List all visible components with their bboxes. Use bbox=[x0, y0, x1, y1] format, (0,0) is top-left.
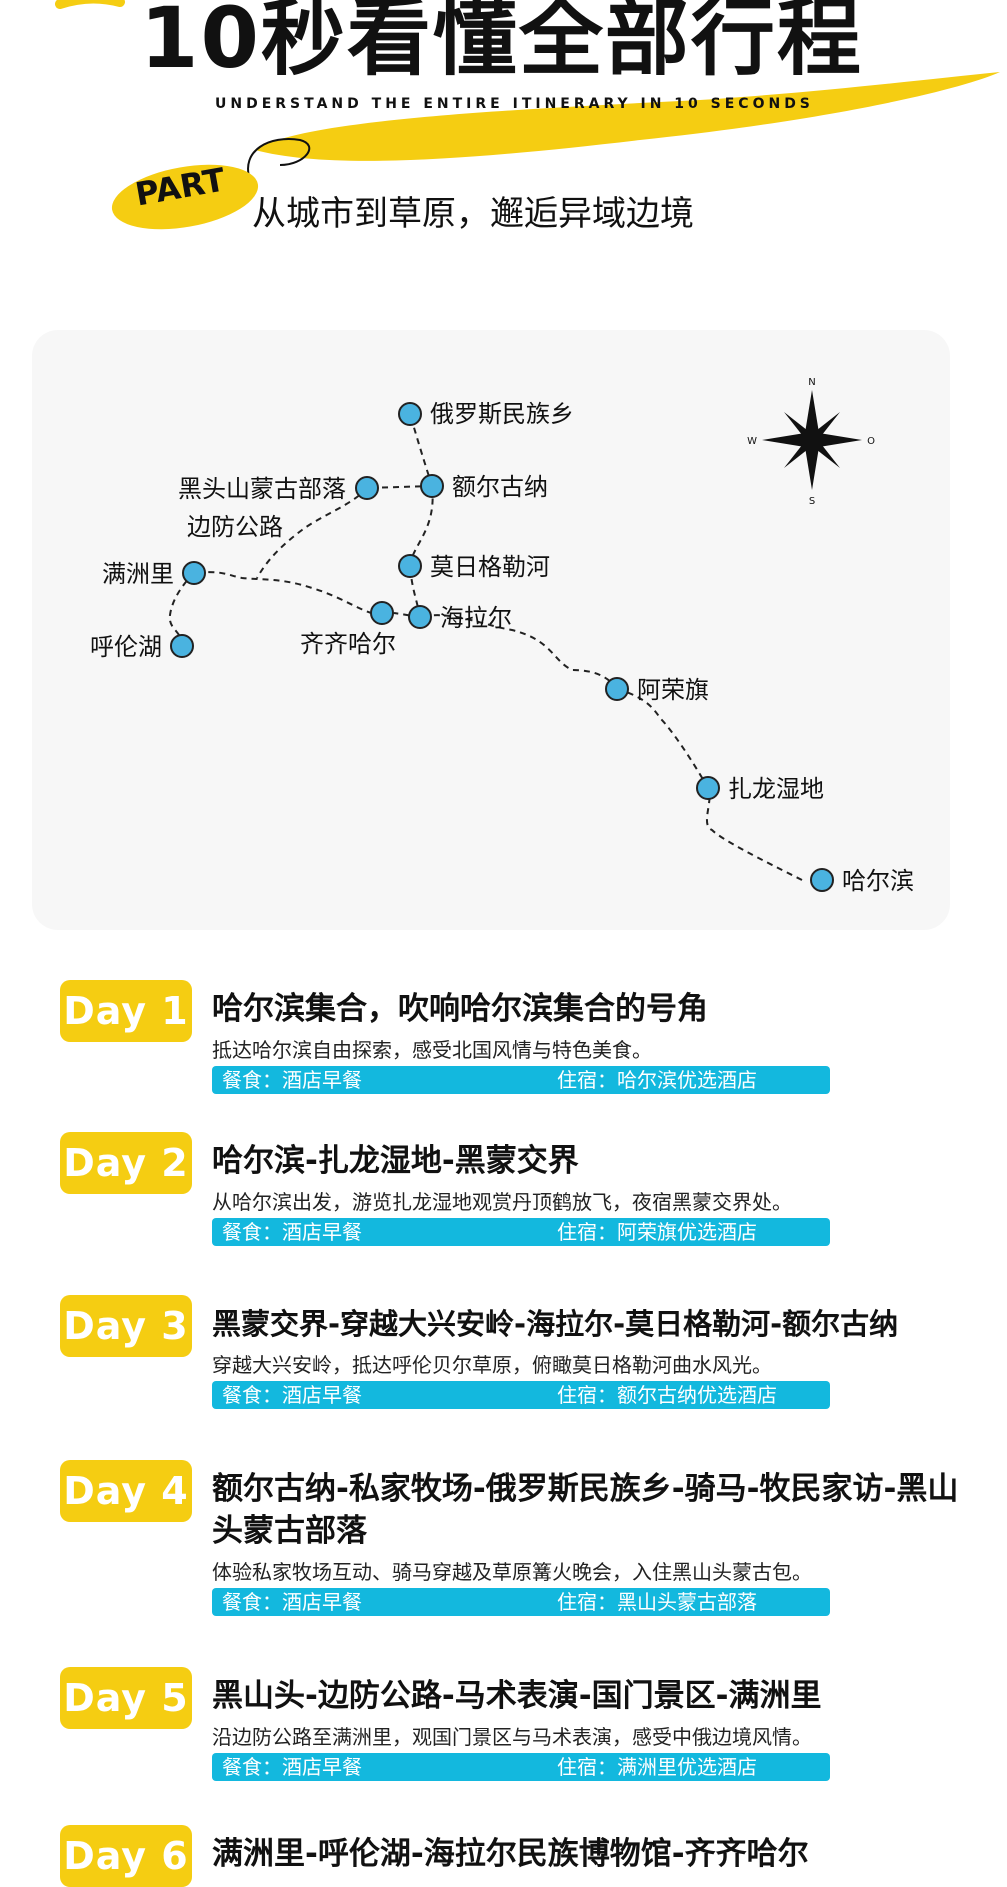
node-hailar bbox=[408, 605, 432, 629]
stay-info: 住宿：哈尔滨优选酒店 bbox=[557, 1068, 757, 1092]
day-info-bar: 餐食：酒店早餐 住宿：额尔古纳优选酒店 bbox=[212, 1381, 830, 1409]
label-harbin: 哈尔滨 bbox=[842, 867, 914, 895]
day-badge: Day 6 bbox=[60, 1825, 192, 1887]
compass-needle-se bbox=[812, 440, 840, 468]
stay-info: 住宿：满洲里优选酒店 bbox=[557, 1755, 757, 1779]
yellow-swoosh-main bbox=[255, 72, 1000, 161]
day-description: 抵达哈尔滨自由探索，感受北国风情与特色美食。 bbox=[212, 1038, 652, 1062]
part-yellow-pill bbox=[111, 164, 259, 230]
compass-needle-e bbox=[812, 433, 862, 447]
day-info-bar: 餐食：酒店早餐 住宿：阿荣旗优选酒店 bbox=[212, 1218, 830, 1246]
compass-needle-ne bbox=[812, 412, 840, 440]
node-erguna bbox=[420, 474, 444, 498]
node-manzhouli bbox=[182, 561, 206, 585]
route-nodes bbox=[170, 402, 834, 892]
day-badge: Day 1 bbox=[60, 980, 192, 1042]
place-labels: 俄罗斯民族乡 黑头山蒙古部落 额尔古纳 边防公路 满洲里 莫日格勒河 海拉尔 齐… bbox=[90, 400, 914, 895]
route-qiqihar-manzhouli bbox=[193, 571, 395, 617]
compass-icon: N S W O bbox=[747, 377, 875, 507]
compass-s: S bbox=[809, 496, 815, 507]
node-russian-township bbox=[398, 402, 422, 426]
meal-info: 餐食：酒店早餐 bbox=[222, 1755, 362, 1779]
day-title: 额尔古纳-私家牧场-俄罗斯民族乡-骑马-牧民家访-黑山头蒙古部落 bbox=[212, 1471, 959, 1549]
route-heishantou-border bbox=[256, 487, 368, 579]
meal-info: 餐食：酒店早餐 bbox=[222, 1590, 362, 1614]
day-info-bar: 餐食：酒店早餐 住宿：黑山头蒙古部落 bbox=[212, 1588, 830, 1616]
day-badge: Day 4 bbox=[60, 1460, 192, 1522]
meal-info: 餐食：酒店早餐 bbox=[222, 1220, 362, 1244]
route-harbin-zhalong bbox=[706, 787, 803, 881]
compass-w: W bbox=[747, 436, 757, 447]
route-map-card: 俄罗斯民族乡 黑头山蒙古部落 额尔古纳 边防公路 满洲里 莫日格勒河 海拉尔 齐… bbox=[32, 330, 950, 930]
day-title: 满洲里-呼伦湖-海拉尔民族博物馆-齐齐哈尔 bbox=[212, 1836, 809, 1872]
label-qiqihar: 齐齐哈尔 bbox=[300, 630, 396, 658]
route-manzhouli-hulun bbox=[168, 572, 195, 647]
route-morigele-erguna bbox=[409, 485, 434, 567]
day-description: 沿边防公路至满洲里，观国门景区与马术表演，感受中俄边境风情。 bbox=[212, 1725, 812, 1749]
label-hailar: 海拉尔 bbox=[440, 604, 512, 632]
compass-needle-w bbox=[762, 433, 812, 447]
node-morigele bbox=[398, 554, 422, 578]
compass-needle-n bbox=[805, 390, 819, 440]
day-title: 黑蒙交界-穿越大兴安岭-海拉尔-莫日格勒河-额尔古纳 bbox=[212, 1307, 899, 1341]
label-morigele: 莫日格勒河 bbox=[430, 553, 550, 581]
swoosh-loop-outline bbox=[247, 138, 311, 181]
node-zhalong bbox=[696, 776, 720, 800]
node-arong bbox=[605, 677, 629, 701]
route-zhalong-arong bbox=[616, 688, 709, 789]
compass-needle-sw bbox=[784, 440, 812, 468]
yellow-swoosh bbox=[55, 0, 125, 9]
stay-info: 住宿：黑山头蒙古部落 bbox=[557, 1590, 757, 1614]
compass-n: N bbox=[808, 377, 815, 388]
label-hulun: 呼伦湖 bbox=[90, 633, 162, 661]
page-title: 10秒看懂全部行程 bbox=[140, 0, 863, 87]
compass-needle-s bbox=[805, 440, 819, 490]
day-badge: Day 2 bbox=[60, 1132, 192, 1194]
meal-info: 餐食：酒店早餐 bbox=[222, 1383, 362, 1407]
day-title: 黑山头-边防公路-马术表演-国门景区-满洲里 bbox=[212, 1678, 822, 1714]
day-info-bar: 餐食：酒店早餐 住宿：哈尔滨优选酒店 bbox=[212, 1066, 830, 1094]
part-heading: 从城市到草原，邂逅异域边境 bbox=[252, 194, 694, 234]
compass-needle-nw bbox=[784, 412, 812, 440]
stay-info: 住宿：额尔古纳优选酒店 bbox=[557, 1383, 777, 1407]
label-russian-township: 俄罗斯民族乡 bbox=[430, 400, 574, 428]
day-description: 从哈尔滨出发，游览扎龙湿地观赏丹顶鹤放飞，夜宿黑蒙交界处。 bbox=[212, 1190, 792, 1214]
day-title: 哈尔滨-扎龙湿地-黑蒙交界 bbox=[212, 1143, 579, 1179]
label-erguna: 额尔古纳 bbox=[452, 473, 548, 501]
day-badge: Day 5 bbox=[60, 1667, 192, 1729]
node-qiqihar bbox=[370, 601, 394, 625]
label-border-road: 边防公路 bbox=[187, 513, 283, 541]
route-map: 俄罗斯民族乡 黑头山蒙古部落 额尔古纳 边防公路 满洲里 莫日格勒河 海拉尔 齐… bbox=[90, 377, 914, 895]
day-description: 体验私家牧场互动、骑马穿越及草原篝火晚会，入住黑山头蒙古包。 bbox=[212, 1560, 812, 1584]
day-info-bar: 餐食：酒店早餐 住宿：满洲里优选酒店 bbox=[212, 1753, 830, 1781]
node-hulun bbox=[170, 634, 194, 658]
day-description: 穿越大兴安岭，抵达呼伦贝尔草原，俯瞰莫日格勒河曲水风光。 bbox=[212, 1353, 772, 1377]
label-manzhouli: 满洲里 bbox=[102, 560, 174, 588]
label-arong: 阿荣旗 bbox=[637, 676, 709, 704]
node-heishantou bbox=[355, 476, 379, 500]
stay-info: 住宿：阿荣旗优选酒店 bbox=[557, 1220, 757, 1244]
day-badge: Day 3 bbox=[60, 1295, 192, 1357]
compass-e: O bbox=[867, 436, 875, 447]
label-heishantou: 黑头山蒙古部落 bbox=[178, 475, 346, 503]
meal-info: 餐食：酒店早餐 bbox=[222, 1068, 362, 1092]
label-zhalong: 扎龙湿地 bbox=[728, 775, 824, 803]
node-harbin bbox=[810, 868, 834, 892]
page-subtitle: UNDERSTAND THE ENTIRE ITINERARY IN 10 SE… bbox=[215, 96, 814, 112]
day-title: 哈尔滨集合，吹响哈尔滨集合的号角 bbox=[212, 991, 708, 1027]
header-swoosh-decoration bbox=[55, 0, 1000, 230]
